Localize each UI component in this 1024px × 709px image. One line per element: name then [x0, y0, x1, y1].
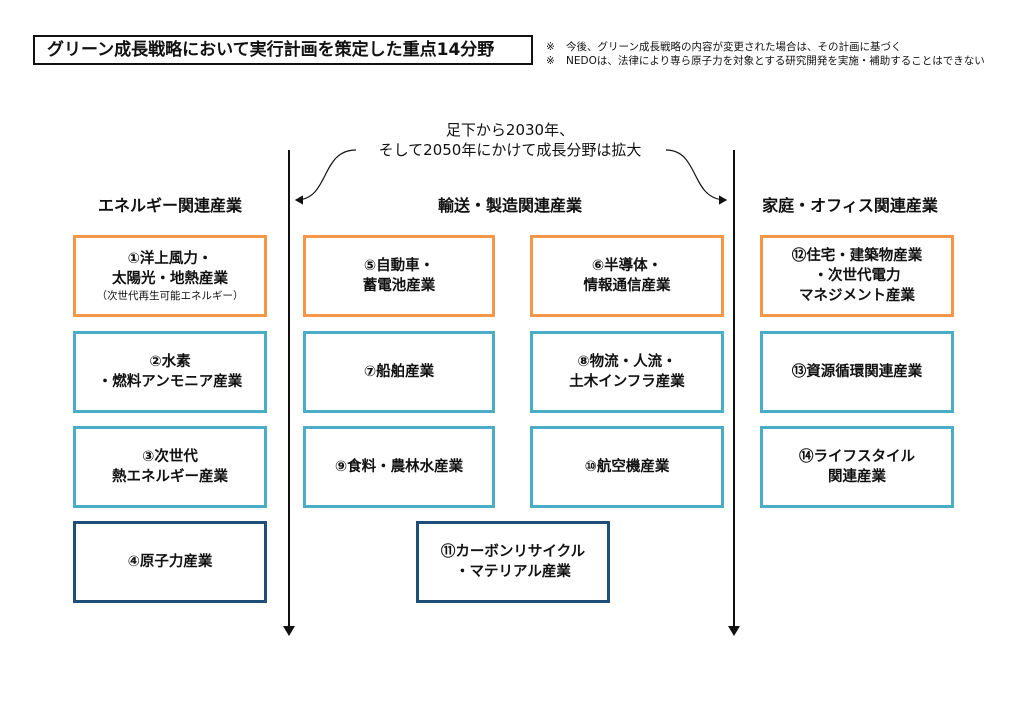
field-label-line: ③次世代 — [142, 449, 198, 465]
growth-caption-line1: 足下から2030年、 — [445, 121, 575, 139]
field-label-line: ②水素 — [149, 354, 191, 370]
field-box-food-agriculture: ⑨食料・農林水産業 — [303, 426, 495, 508]
divider-left-arrowhead — [283, 626, 295, 636]
note-text: 今後、グリーン成長戦略の内容が変更された場合は、その計画に基づく — [566, 41, 902, 53]
growth-caption: 足下から2030年、 そして2050年にかけて成長分野は拡大 — [340, 120, 680, 160]
field-label-line: ・燃料アンモニア産業 — [97, 374, 243, 390]
field-box-aircraft: ⑩航空機産業 — [530, 426, 724, 508]
field-label-line: ・次世代電力 — [813, 268, 901, 284]
field-label-line: ⑩航空機産業 — [584, 459, 670, 475]
column-header-energy: エネルギー関連産業 — [97, 196, 242, 215]
left-curved-arrow — [294, 149, 357, 205]
divider-left — [288, 150, 290, 628]
field-box-next-gen-heat: ③次世代 熱エネルギー産業 — [73, 426, 267, 508]
note-mark: ※ — [546, 41, 555, 53]
field-label-line: ①洋上風力・ — [127, 250, 213, 267]
field-label-line: ⑭ライフスタイル — [799, 449, 915, 465]
field-label-line: 太陽光・地熱産業 — [112, 270, 228, 287]
field-box-semiconductor: ⑥半導体・ 情報通信産業 — [530, 235, 724, 317]
field-label-line: ⑤自動車・ — [363, 258, 435, 274]
note-item: ※ 今後、グリーン成長戦略の内容が変更された場合は、その計画に基づく — [546, 40, 985, 54]
note-mark: ※ — [546, 55, 555, 67]
note-item: ※ NEDOは、法律により専ら原子力を対象とする研究開発を実施・補助することはでき… — [546, 54, 985, 68]
field-label-line: ⑥半導体・ — [591, 258, 663, 274]
page-title: グリーン成長戦略において実行計画を策定した重点14分野 — [33, 35, 533, 65]
field-box-lifestyle: ⑭ライフスタイル 関連産業 — [760, 426, 954, 508]
note-text: NEDOは、法律により専ら原子力を対象とする研究開発を実施・補助することはできな… — [566, 55, 985, 67]
field-label-line: 蓄電池産業 — [362, 278, 436, 294]
field-label-line: 土木インフラ産業 — [569, 374, 685, 390]
field-label-line: マネジメント産業 — [799, 288, 915, 304]
field-box-logistics: ⑧物流・人流・ 土木インフラ産業 — [530, 331, 724, 413]
column-header-transport: 輸送・製造関連産業 — [437, 196, 582, 215]
field-box-hydrogen: ②水素 ・燃料アンモニア産業 — [73, 331, 267, 413]
notes: ※ 今後、グリーン成長戦略の内容が変更された場合は、その計画に基づく ※ NEDOは… — [546, 40, 985, 68]
column-header-home: 家庭・オフィス関連産業 — [762, 196, 938, 215]
field-label-line: 熱エネルギー産業 — [112, 469, 228, 485]
field-box-offshore-wind: ①洋上風力・ 太陽光・地熱産業 （次世代再生可能エネルギー） — [73, 235, 267, 317]
growth-caption-line2: そして2050年にかけて成長分野は拡大 — [378, 141, 642, 159]
field-label-line: ⑦船舶産業 — [363, 364, 435, 380]
field-label-line: ⑨食料・農林水産業 — [334, 459, 464, 475]
divider-right-arrowhead — [728, 626, 740, 636]
field-label-line: ④原子力産業 — [127, 554, 213, 570]
field-box-nuclear: ④原子力産業 — [73, 521, 267, 603]
field-box-resource-circulation: ⑬資源循環関連産業 — [760, 331, 954, 413]
field-box-shipbuilding: ⑦船舶産業 — [303, 331, 495, 413]
divider-right — [733, 150, 735, 628]
field-box-housing: ⑫住宅・建築物産業 ・次世代電力 マネジメント産業 — [760, 235, 954, 317]
field-label-line: 関連産業 — [828, 469, 886, 485]
field-label-line: ⑪カーボンリサイクル — [440, 544, 586, 560]
field-sublabel: （次世代再生可能エネルギー） — [96, 289, 244, 302]
field-box-automotive: ⑤自動車・ 蓄電池産業 — [303, 235, 495, 317]
field-box-carbon-recycling: ⑪カーボンリサイクル ・マテリアル産業 — [416, 521, 610, 603]
field-label-line: ⑧物流・人流・ — [577, 354, 677, 370]
field-label-line: ・マテリアル産業 — [455, 564, 571, 580]
field-label-line: 情報通信産業 — [583, 278, 671, 294]
field-label-line: ⑫住宅・建築物産業 — [791, 248, 923, 264]
right-curved-arrow — [665, 149, 728, 205]
field-label-line: ⑬資源循環関連産業 — [791, 364, 923, 380]
